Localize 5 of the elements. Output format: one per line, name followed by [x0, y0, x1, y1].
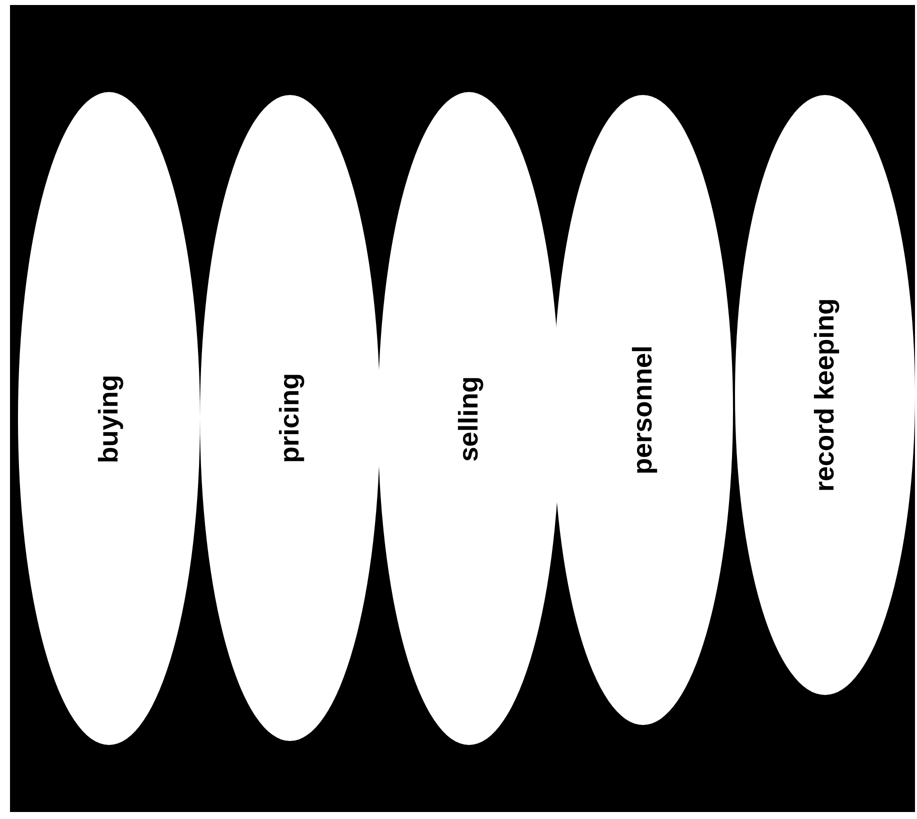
category-label: personnel [628, 345, 658, 475]
category-label: selling [454, 376, 484, 462]
category-label: pricing [274, 373, 306, 463]
category-label: buying [94, 374, 124, 463]
category-label: record keeping [810, 298, 840, 492]
